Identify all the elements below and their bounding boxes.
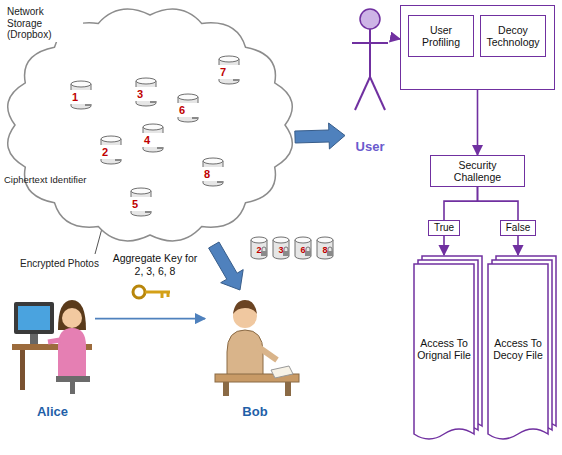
process-box: Security Challenge <box>430 155 525 187</box>
file-text: Access To Orignal File <box>417 337 471 361</box>
key-label: Aggregate Key for 2, 3, 6, 8 <box>112 252 198 277</box>
branch-label: True <box>428 220 460 236</box>
shared-file: 2 <box>250 236 268 260</box>
branch-label: False <box>500 220 536 236</box>
actor-name: Bob <box>242 405 267 420</box>
file-number: 3 <box>135 87 157 102</box>
connector-arrow <box>95 318 205 320</box>
shared-file: 8 <box>316 236 334 260</box>
file-number: 6 <box>177 103 199 118</box>
encrypted-file: 5 <box>130 187 152 217</box>
encrypted-file: 7 <box>218 55 240 85</box>
storage-cloud: Network Storage (Dropbox) 1 2 3 4 5 6 7 8 <box>5 5 295 245</box>
callout-label: Ciphertext Identifier <box>4 175 86 186</box>
process-box: Decoy Technology <box>480 15 546 57</box>
block-arrow <box>209 242 244 290</box>
process-box: User Profiling <box>408 15 474 57</box>
file-number: 3 <box>278 245 283 255</box>
file-number: 1 <box>70 90 92 105</box>
cloud-title: Network Storage (Dropbox) <box>5 5 83 42</box>
file-number: 4 <box>142 133 164 148</box>
encrypted-file: 4 <box>142 123 164 153</box>
shared-file: 6 <box>294 236 312 260</box>
bob-figure: Bob <box>205 290 305 420</box>
file-stack: Access To Decoy File <box>487 255 557 445</box>
box-text: User Profiling <box>413 24 469 48</box>
alice-figure: Alice <box>10 290 95 420</box>
actor-name: Alice <box>37 405 68 420</box>
file-number: 8 <box>322 245 327 255</box>
file-number: 5 <box>130 197 152 212</box>
encrypted-file: 3 <box>135 77 157 107</box>
file-number: 2 <box>256 245 261 255</box>
file-number: 2 <box>100 145 122 160</box>
box-text: Decoy Technology <box>485 24 541 48</box>
encrypted-file: 1 <box>70 80 92 110</box>
block-arrow <box>295 123 345 149</box>
file-stack: Access To Orignal File <box>413 255 483 445</box>
actor-name: User <box>356 140 385 155</box>
encrypted-file: 6 <box>177 93 199 123</box>
callout-label: Encrypted Photos <box>20 258 99 270</box>
module-box: User Profiling Decoy Technology <box>400 5 555 90</box>
file-number: 7 <box>218 65 240 80</box>
encrypted-file: 8 <box>202 157 224 187</box>
file-text: Access To Decoy File <box>491 337 545 361</box>
file-number: 6 <box>300 245 305 255</box>
shared-file: 3 <box>272 236 290 260</box>
box-text: Security Challenge <box>435 159 520 183</box>
stick-figure <box>345 5 395 155</box>
user-figure: User <box>345 5 395 155</box>
person-at-desk <box>205 290 305 420</box>
file-number: 8 <box>202 167 224 182</box>
person-at-computer <box>10 290 95 420</box>
connector-arrow <box>477 90 479 155</box>
encrypted-file: 2 <box>100 135 122 165</box>
key-icon <box>133 286 170 298</box>
